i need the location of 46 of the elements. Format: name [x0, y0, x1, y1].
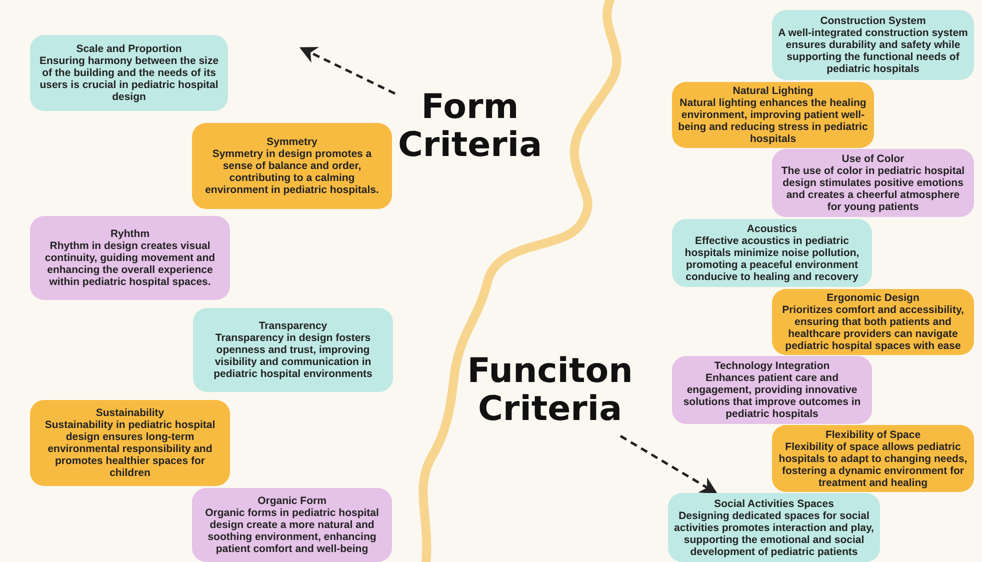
card-title: Natural Lighting [732, 85, 814, 97]
card-description: Symmetry in design promotes a sense of balance and order, contributing to a calming environment in pediatric hospitals. [204, 148, 380, 196]
card-title: Symmetry [266, 136, 318, 148]
criteria-card [30, 35, 228, 111]
criteria-card [30, 400, 230, 486]
card-title: Ryhthm [109, 228, 151, 240]
card-description: Transparency in design fosters openness and trust, improving visibility and communication in pediatric hospital environments [212, 332, 374, 380]
dashed-arrow [620, 434, 718, 494]
card-title: Organic Form [256, 495, 328, 507]
card-title: Transparency [258, 320, 328, 332]
card-description: A well-integrated construction system ensures durability and safety while supporting the functional needs of pediatric hospitals [778, 27, 968, 75]
criteria-card [772, 149, 974, 217]
card-description: Organic forms in pediatric hospital design create a more natural and soothing environment, enhancing patient comfort and well-being [204, 507, 380, 555]
criteria-card [672, 219, 872, 287]
card-title: Scale and Proportion [75, 43, 183, 55]
criteria-card [193, 308, 393, 392]
card-title: Acoustics [746, 223, 798, 235]
criteria-card [192, 488, 392, 562]
criteria-card [30, 216, 230, 300]
card-title: Use of Color [840, 153, 906, 165]
criteria-card [772, 425, 974, 492]
card-title: Ergonomic Design [826, 292, 920, 304]
card-description: Effective acoustics in pediatric hospitals minimize noise pollution, promoting a peaceful environment conducive to healing and recovery [684, 235, 860, 283]
card-title: Flexibility of Space [824, 428, 922, 440]
card-description: Rhythm in design creates visual continuity, guiding movement and enhancing the overall experience within pediatric hospital spaces. [44, 240, 216, 288]
card-description: Ensuring harmony between the size of the building and the needs of its users is crucial in pediatric hospital design [38, 55, 220, 103]
criteria-card [668, 493, 880, 562]
criteria-card [672, 82, 874, 148]
card-description: Prioritizes comfort and accessibility, ensuring that both patients and healthcare providers can navigate pediatric hospital spaces with ease [781, 304, 965, 352]
section-heading: Form Criteria [395, 88, 545, 164]
criteria-card [672, 356, 872, 424]
card-description: Flexibility of space allows pediatric hospitals to adapt to changing needs, fostering a dynamic environment for treatment and healing [778, 440, 968, 488]
criteria-card [772, 289, 974, 355]
card-title: Construction System [819, 15, 927, 27]
dashed-arrow [299, 46, 396, 95]
criteria-card [192, 123, 392, 209]
card-description: The use of color in pediatric hospital design stimulates positive emotions and creates a cheerful atmosphere for young patients [780, 165, 966, 213]
card-description: Enhances patient care and engagement, providing innovative solutions that improve outcomes in pediatric hospitals [682, 372, 862, 420]
section-heading: Funciton Criteria [455, 352, 645, 428]
card-title: Social Activities Spaces [713, 498, 835, 510]
card-description: Designing dedicated spaces for social activities promotes interaction and play, supporting the emotional and social development of pediatric patients [674, 510, 874, 558]
criteria-card [772, 10, 974, 80]
card-title: Technology Integration [713, 360, 831, 372]
card-description: Sustainability in pediatric hospital design ensures long-term environmental responsibility and promotes healthier spaces for children [44, 419, 216, 479]
card-title: Sustainability [94, 407, 166, 419]
card-description: Natural lighting enhances the healing environment, improving patient well-being and reducing stress in pediatric hospitals [678, 97, 868, 145]
